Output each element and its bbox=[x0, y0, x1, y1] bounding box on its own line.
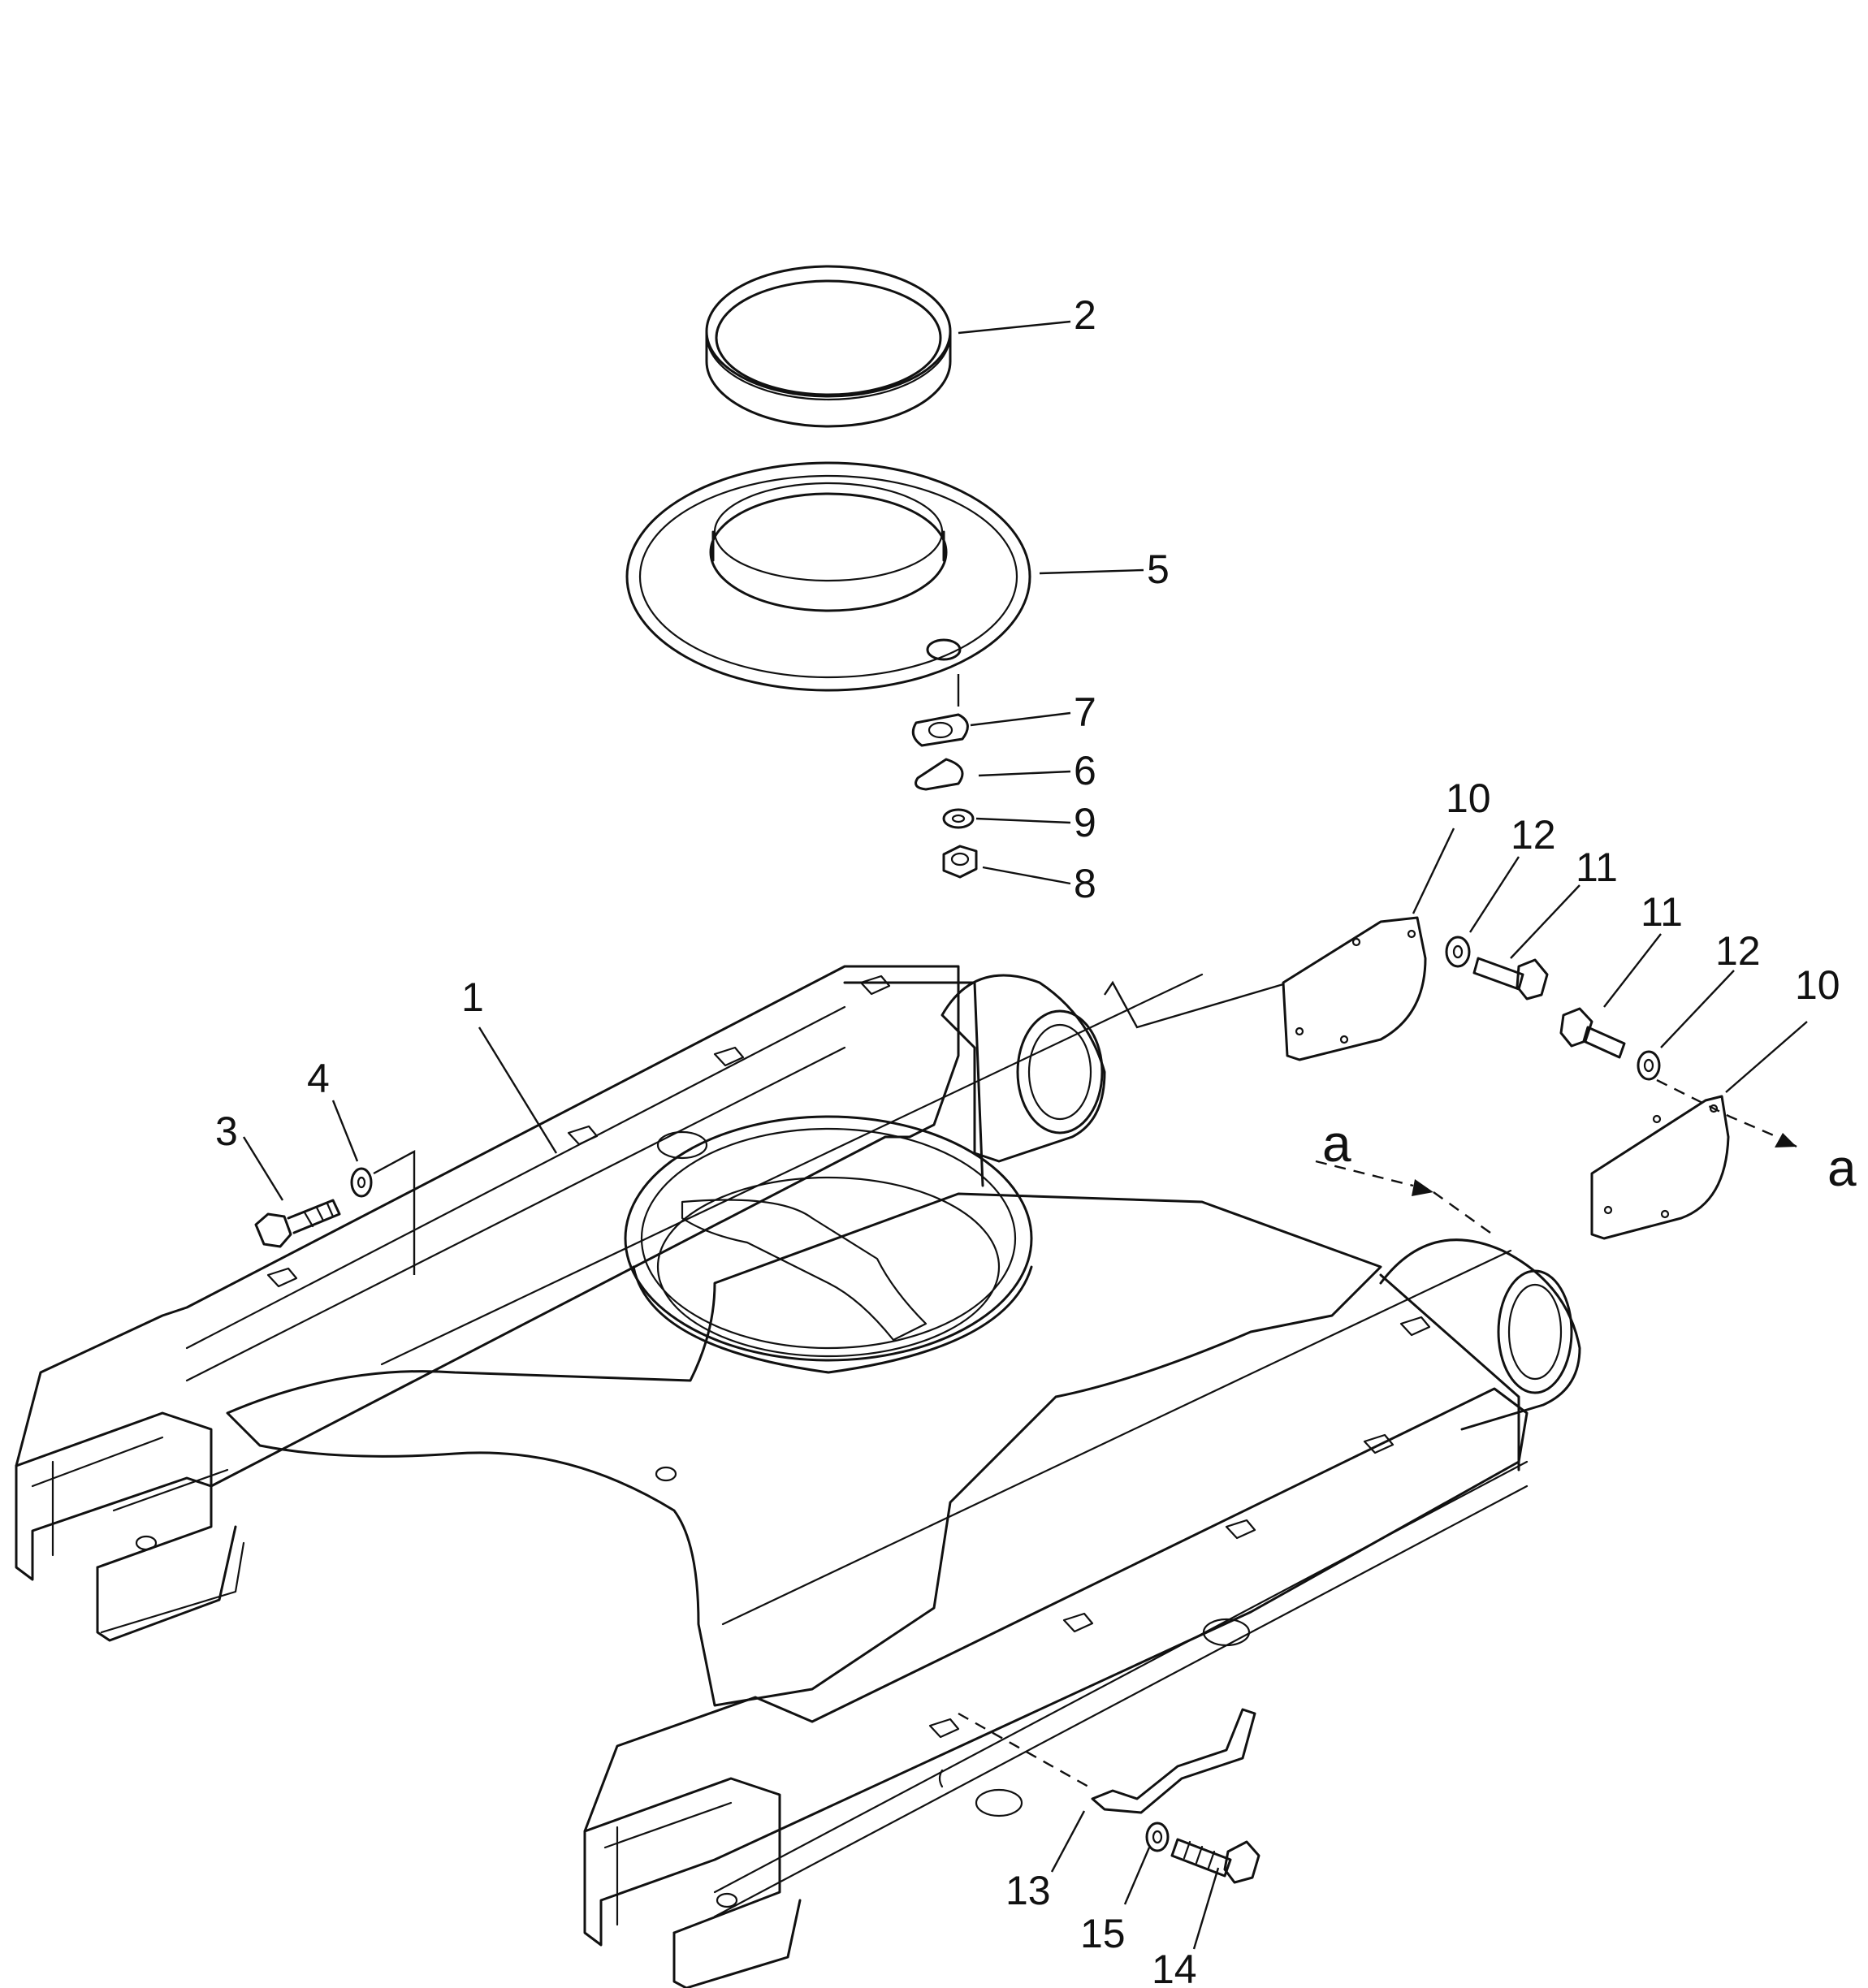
part-11-bolt-upper bbox=[1472, 957, 1549, 1000]
callout-labels: 2 5 7 6 9 8 1 3 4 10 12 11 11 12 10 13 1… bbox=[215, 292, 1857, 1988]
label-part-3: 3 bbox=[215, 1109, 238, 1154]
label-part-8: 8 bbox=[1074, 861, 1096, 906]
label-part-11-upper: 11 bbox=[1576, 845, 1618, 890]
part-4-washer bbox=[350, 1167, 373, 1198]
part-15-washer bbox=[1145, 1822, 1170, 1852]
label-part-2: 2 bbox=[1074, 292, 1096, 338]
part-12-washer-upper bbox=[1445, 936, 1471, 968]
label-part-6: 6 bbox=[1074, 748, 1096, 793]
label-part-15: 15 bbox=[1080, 1911, 1126, 1956]
part-10-plate-lower bbox=[1590, 1095, 1730, 1240]
label-part-10-upper: 10 bbox=[1446, 776, 1491, 821]
part-10-plate-upper bbox=[1282, 916, 1427, 1061]
label-part-7: 7 bbox=[1074, 689, 1096, 735]
part-12-washer-lower bbox=[1637, 1050, 1661, 1081]
label-part-12-lower: 12 bbox=[1715, 928, 1761, 974]
label-part-12-upper: 12 bbox=[1511, 812, 1556, 858]
view-mark-right: a bbox=[1827, 1139, 1857, 1197]
leader-lines bbox=[242, 320, 1808, 1950]
label-part-14: 14 bbox=[1152, 1947, 1197, 1988]
part-1-track-frame bbox=[15, 965, 1581, 1988]
part-3-bolt bbox=[254, 1199, 341, 1248]
label-part-1: 1 bbox=[461, 975, 484, 1020]
view-mark-left: a bbox=[1322, 1114, 1351, 1173]
label-part-4: 4 bbox=[307, 1056, 330, 1101]
part-11-bolt-lower bbox=[1559, 1007, 1626, 1059]
label-part-13: 13 bbox=[1005, 1868, 1051, 1913]
part-9-washer bbox=[942, 808, 975, 829]
part-5-plate bbox=[625, 461, 1031, 692]
label-part-5: 5 bbox=[1147, 547, 1170, 592]
part-13-bracket bbox=[1091, 1708, 1256, 1814]
part-7-gasket bbox=[911, 713, 969, 747]
label-part-9: 9 bbox=[1074, 800, 1096, 845]
part-8-nut bbox=[942, 845, 978, 879]
part-2-ring bbox=[705, 265, 952, 428]
label-part-11-lower: 11 bbox=[1641, 889, 1683, 935]
label-part-10-lower: 10 bbox=[1795, 962, 1840, 1008]
part-6-cover bbox=[915, 758, 964, 791]
part-14-bolt bbox=[1170, 1838, 1260, 1884]
